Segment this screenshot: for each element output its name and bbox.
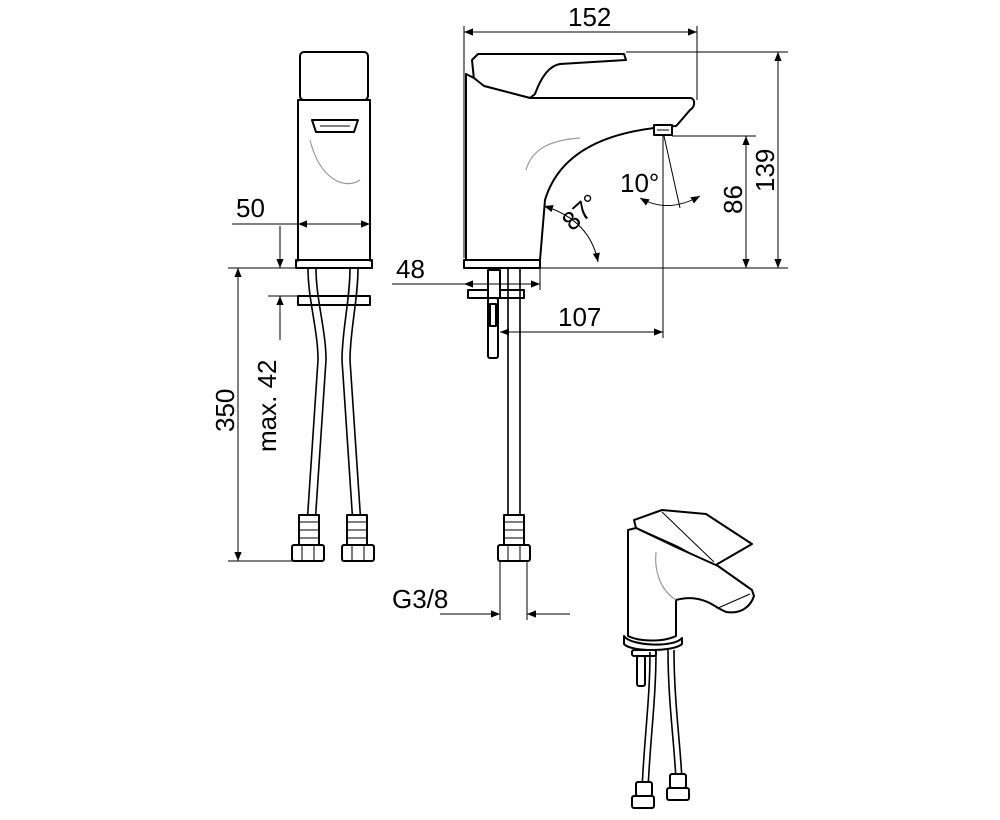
perspective-body [627,527,755,642]
dim-50-label: 50 [236,193,265,223]
dim-g38: G3/8 [392,561,570,620]
angle-87-label: 87° [556,188,605,237]
perspective-hose-crimps [631,773,690,809]
dim-max-42: max. 42 [252,226,300,452]
perspective-stud [636,655,646,687]
front-hose-crimps [291,514,375,562]
side-hose-crimp [497,514,531,562]
dim-350-label: 350 [210,389,240,432]
aerator [311,119,359,133]
dim-86: 86 [672,135,756,268]
dim-48-label: 48 [396,254,425,284]
dim-107: 107 [500,302,663,336]
dim-max-42-label: max. 42 [252,360,282,453]
angle-87: 87° [543,188,605,263]
dim-50: 50 [232,193,371,262]
angle-10-label: 10° [620,168,659,198]
dim-152: 152 [463,2,698,258]
angle-10: 10° [620,135,701,338]
side-view: 152 139 86 10° 87° [392,2,788,620]
dim-152-label: 152 [568,2,611,32]
dim-48: 48 [392,254,541,290]
dim-86-label: 86 [718,185,748,214]
dim-139: 139 [540,51,788,269]
perspective-base [623,635,683,651]
side-body [465,73,696,261]
front-nut [297,295,371,306]
dim-350: 350 [210,267,300,562]
front-lever [299,51,369,101]
dim-107-label: 107 [558,302,601,332]
front-view: 50 max. 42 350 [210,51,375,562]
dim-g38-label: G3/8 [392,584,448,614]
dim-139-label: 139 [750,149,780,192]
front-base [295,259,373,269]
side-base [463,259,541,269]
perspective-view [623,509,755,809]
